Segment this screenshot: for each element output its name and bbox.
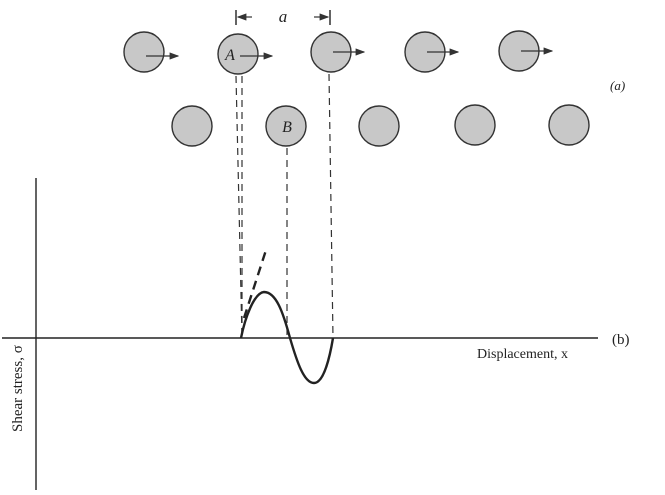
spacing-label: a [279,7,288,26]
atom-b-label: B [282,119,292,136]
projection-line-a-left [235,75,243,339]
atom-top-1 [123,31,165,73]
atom-a [217,33,259,75]
atom-bottom-1 [171,105,213,147]
spacing-dimension: a [235,7,331,26]
projection-lines [235,73,334,339]
atom-bottom-5 [548,104,590,146]
y-axis-label: Shear stress, σ [10,345,26,432]
atom-bottom-3 [358,105,400,147]
initial-slope-line [242,246,269,319]
stress-curve [239,290,335,385]
panel-b-label: (b) [612,332,630,348]
atom-b [265,105,307,147]
atom-bottom-4 [454,104,496,146]
atom-row-bottom: B [171,104,590,147]
x-axis-label: Displacement, x [477,347,568,362]
panel-a-label: (a) [610,78,625,93]
atom-a-label: A [224,47,235,64]
axes: Shear stress, σ Displacement, x [2,178,598,490]
atom-row-top: A [123,30,554,75]
projection-line-next [328,73,334,339]
